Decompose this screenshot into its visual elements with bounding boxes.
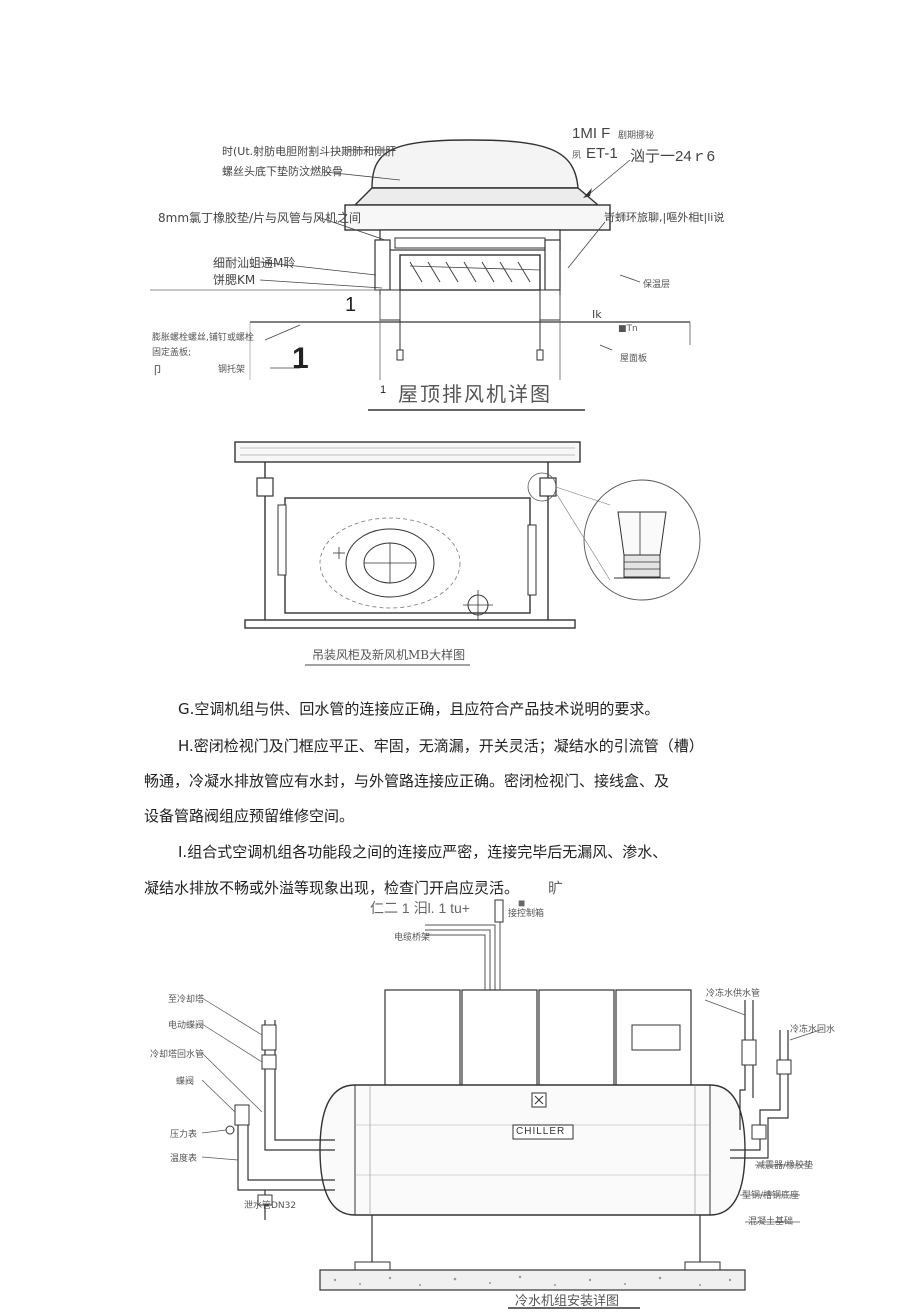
annotation-bracket: 钢托架 [218, 365, 246, 375]
annotation-tn: ■Tn [618, 324, 638, 334]
paragraph-i-artifact: 旷 [548, 879, 564, 897]
fan-tag-4: 剧期挪祕 [618, 131, 655, 141]
label-chw-return: 冷冻水回水 [790, 1025, 836, 1035]
label-isolator: 减震器/橡胶垫 [756, 1161, 814, 1171]
paragraph-i-line2: 凝结水排放不畅或外溢等现象出现，检查门开启应灵活。 [144, 879, 520, 897]
annotation-insulation: 保温层 [643, 280, 671, 290]
label-steel-base: 型钢/槽钢底座 [742, 1191, 800, 1201]
roof-fan-drawing [150, 139, 691, 411]
annotation-damper-1: 细耐汕蛆通M聆 [213, 256, 296, 270]
figure-caption-roof-fan: 屋顶排风机详图 [398, 382, 552, 406]
annotation-flex-joint: 岢蛳环旅聊,|嘔外相t|li说 [604, 211, 725, 224]
fan-tag-2: ET-1 [586, 145, 618, 162]
label-control-box: 接控制箱 [508, 909, 545, 919]
paragraph-h-line2: 畅通，冷凝水排放管应有水封，与外管路连接应正确。密闭检视门、接线盒、及 [144, 772, 670, 790]
label-pressure-gauge: 压力表 [170, 1130, 198, 1140]
paragraph-h-line1: H.密闭检视门及门框应平正、牢固，无滴漏，开关灵活；凝结水的引流管（槽） [178, 737, 704, 755]
chiller-top-mark: ■ [518, 896, 526, 910]
chiller-brand: CHILLER [516, 1126, 566, 1137]
annotation-damper-2: 饼腮KM [213, 273, 256, 287]
hung-ahu-drawing [234, 441, 701, 666]
fan-tag-1: 1MI F [572, 125, 611, 142]
section-mark-mid: 1 [345, 294, 357, 316]
label-chw-supply: 冷冻水供水管 [706, 989, 761, 999]
annotation-anchor-1: 膨胀螺栓螺丝,铺钉或螺栓 [152, 333, 254, 343]
figure-caption-chiller: 冷水机组安装详图 [515, 1294, 620, 1309]
annotation-symbol: 卩 [152, 364, 163, 377]
section-mark-small: 1 [380, 384, 387, 396]
label-tower-return: 冷却塔回水管 [150, 1050, 205, 1060]
annotation-anchor-2: 固定盖板; [152, 348, 192, 358]
paragraph-i-line1: I.组合式空调机组各功能段之间的连接应严密，连接完毕后无漏风、渗水、 [178, 843, 668, 861]
label-thermometer: 温度表 [170, 1154, 198, 1164]
figure-caption-ahu: 吊装风柜及新风机MB大样图 [312, 648, 466, 662]
annotation-bolt: 时(Ut.射肪电胆附割斗抉期肺和刚肝 [222, 145, 397, 158]
label-concrete-base: 混凝土基础 [748, 1217, 794, 1227]
annotation-ik: Ik [592, 308, 602, 321]
annotation-roof-slab: 屋面板 [620, 354, 648, 364]
paragraph-h-line3: 设备管路阀组应预留维修空间。 [144, 807, 355, 825]
label-cable-tray: 电缆桥架 [394, 933, 431, 943]
fan-tag-3: 汹亍一24ｒ6 [630, 148, 716, 165]
fan-tag-5: 夙 [572, 151, 582, 161]
paragraph-g: G.空调机组与供、回水管的连接应正确，且应符合产品技术说明的要求。 [178, 700, 660, 718]
chiller-top-text: 仁二 1 汨l. 1 tu+ [370, 900, 470, 916]
annotation-rubber-pad: 8mm氯丁橡胶垫/片与风管与风机之间 [158, 211, 362, 225]
label-butterfly-valve: 蝶阀 [176, 1077, 195, 1087]
label-to-cooling-tower: 至冷却塔 [168, 995, 205, 1005]
label-drain: 泄水管DN32 [244, 1201, 297, 1211]
label-electric-valve: 电动蝶阀 [168, 1021, 205, 1031]
section-mark-big: 1 [292, 342, 309, 375]
annotation-washer: 螺丝头底下垫防汶燃胶骨 [222, 165, 343, 178]
